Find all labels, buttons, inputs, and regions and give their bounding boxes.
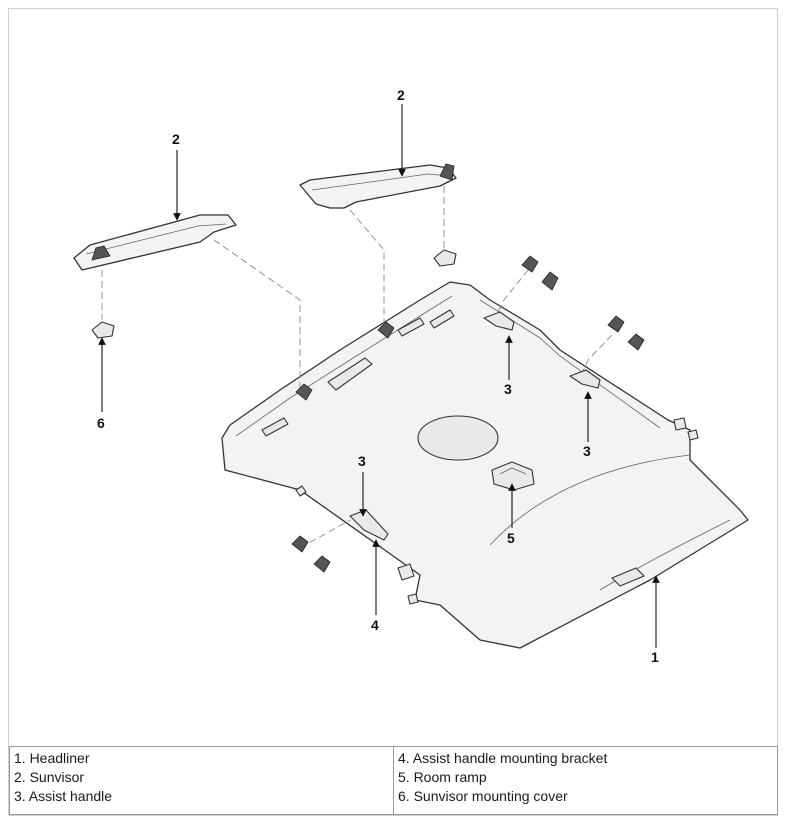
legend-item: 2. Sunvisor: [14, 769, 85, 785]
legend-left-column: 1. Headliner 2. Sunvisor 3. Assist handl…: [9, 746, 394, 815]
legend-item: 4. Assist handle mounting bracket: [398, 750, 608, 766]
callout-1: 1: [651, 649, 659, 665]
assist-handle-right: [569, 369, 601, 389]
exploded-diagram: 1 2 2 3 3 3 4 5 6: [73, 87, 749, 665]
legend-item: 5. Room ramp: [398, 769, 487, 785]
fit-line-handle-left: [299, 519, 351, 549]
callout-6: 6: [97, 415, 105, 431]
fit-line-visor-left-2: [213, 239, 301, 390]
sunvisor-right-part: [299, 163, 457, 209]
assist-handle-top: [483, 311, 515, 331]
legend-item: 3. Assist handle: [14, 788, 113, 804]
handle-brackets: [291, 255, 645, 573]
callout-2-left: 2: [172, 131, 180, 147]
parts-legend: 1. Headliner 2. Sunvisor 3. Assist handl…: [9, 746, 778, 815]
sunvisor-left-part: [73, 214, 237, 271]
callout-3-top: 3: [504, 381, 512, 397]
sunvisor-cover-right: [433, 249, 457, 267]
legend-item: 6. Sunvisor mounting cover: [398, 788, 568, 804]
callout-3-left: 3: [358, 453, 366, 469]
headliner-part: [221, 281, 749, 649]
sunvisor-cover-left: [91, 321, 115, 339]
legend-item: 1. Headliner: [14, 750, 90, 766]
callout-4: 4: [371, 617, 379, 633]
legend-right-column: 4. Assist handle mounting bracket 5. Roo…: [393, 746, 778, 815]
room-lamp-part: [491, 461, 535, 491]
fit-line-visor-right-2: [349, 209, 385, 330]
callout-2-right: 2: [397, 87, 405, 103]
fit-line-handle-top: [493, 269, 529, 321]
callout-3-right: 3: [583, 443, 591, 459]
callout-5: 5: [507, 530, 515, 546]
figure-frame: [8, 8, 778, 816]
